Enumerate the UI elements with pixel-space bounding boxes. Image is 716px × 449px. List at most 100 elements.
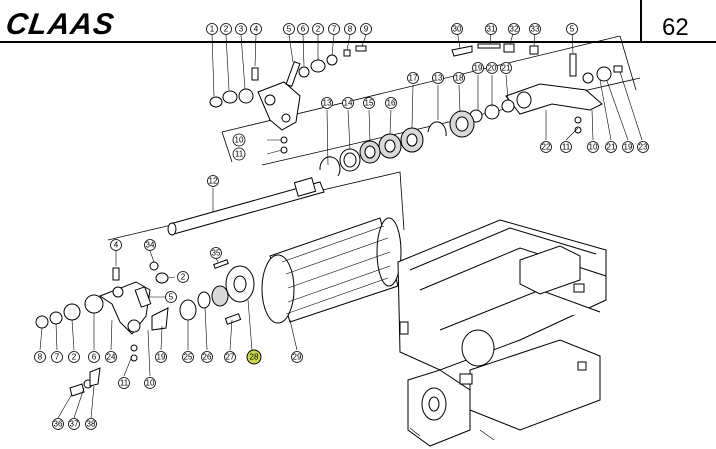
callout-29[interactable]: 11 <box>560 141 572 153</box>
callout-7[interactable]: 2 <box>312 23 324 35</box>
callout-37[interactable]: 2 <box>177 271 189 283</box>
svg-text:11: 11 <box>562 143 571 152</box>
callout-50[interactable]: 27 <box>224 351 236 363</box>
svg-text:26: 26 <box>203 353 212 362</box>
callout-15[interactable]: 32 <box>508 23 520 35</box>
svg-text:1: 1 <box>210 25 215 34</box>
callout-3[interactable]: 3 <box>235 23 247 35</box>
callout-17[interactable]: 5 <box>566 23 578 35</box>
svg-text:19: 19 <box>624 143 633 152</box>
upper-right-arm-assembly <box>319 43 623 177</box>
callout-13[interactable]: 30 <box>451 23 463 35</box>
svg-text:21: 21 <box>502 64 511 73</box>
callout-54[interactable]: 37 <box>68 418 80 430</box>
callout-48[interactable]: 25 <box>182 351 194 363</box>
callout-21[interactable]: 19 <box>472 62 484 74</box>
svg-text:8: 8 <box>38 353 43 362</box>
svg-text:3: 3 <box>239 25 244 34</box>
page-number: 62 <box>662 14 689 41</box>
svg-text:21: 21 <box>607 143 616 152</box>
svg-text:25: 25 <box>184 353 193 362</box>
callout-45[interactable]: 11 <box>118 377 130 389</box>
svg-text:7: 7 <box>332 25 337 34</box>
callout-22[interactable]: 20 <box>486 62 498 74</box>
callout-23[interactable]: 21 <box>500 62 512 74</box>
svg-text:24: 24 <box>107 353 116 362</box>
callout-10[interactable]: 9 <box>360 23 372 35</box>
callout-16[interactable]: 33 <box>529 23 541 35</box>
svg-text:11: 11 <box>120 379 129 388</box>
callout-20[interactable]: 18 <box>453 72 465 84</box>
upper-left-bracket-assembly <box>209 45 367 154</box>
callout-14[interactable]: 31 <box>485 23 497 35</box>
svg-text:2: 2 <box>181 273 186 282</box>
callout-36[interactable]: 34 <box>144 239 156 251</box>
callout-39[interactable]: 5 <box>165 291 177 303</box>
callout-6[interactable]: 6 <box>297 23 309 35</box>
callout-group: 1 2 3 4 5 6 2 7 8 9 10 11 30 31 32 33 5 … <box>34 23 649 430</box>
svg-text:19: 19 <box>157 353 166 362</box>
callout-47[interactable]: 19 <box>155 351 167 363</box>
svg-text:22: 22 <box>542 143 551 152</box>
callout-26[interactable]: 15 <box>363 97 375 109</box>
callout-40[interactable]: 8 <box>34 351 46 363</box>
callout-9[interactable]: 8 <box>344 23 356 35</box>
callout-30[interactable]: 10 <box>587 141 599 153</box>
svg-text:5: 5 <box>169 293 174 302</box>
svg-text:6: 6 <box>92 353 97 362</box>
callout-44[interactable]: 24 <box>105 351 117 363</box>
assembly-frames <box>107 35 641 241</box>
callout-53[interactable]: 36 <box>52 418 64 430</box>
callout-5[interactable]: 5 <box>283 23 295 35</box>
machine-frame-housing <box>397 219 607 447</box>
callout-46[interactable]: 10 <box>144 377 156 389</box>
callout-11[interactable]: 10 <box>232 133 246 147</box>
callout-19[interactable]: 13 <box>432 72 444 84</box>
svg-text:9: 9 <box>364 25 369 34</box>
callout-41[interactable]: 7 <box>51 351 63 363</box>
callout-55[interactable]: 38 <box>85 418 97 430</box>
callout-24[interactable]: 13 <box>321 97 333 109</box>
callout-12[interactable]: 11 <box>232 147 246 161</box>
svg-text:38: 38 <box>87 420 96 429</box>
svg-text:15: 15 <box>365 99 374 108</box>
callout-52[interactable]: 29 <box>291 351 303 363</box>
svg-text:28: 28 <box>250 353 259 362</box>
header-divider <box>640 0 642 42</box>
lower-left-bracket-assembly <box>35 259 255 397</box>
svg-text:2: 2 <box>72 353 77 362</box>
callout-38[interactable]: 35 <box>210 247 222 259</box>
callout-51-highlighted[interactable]: 28 <box>246 349 262 365</box>
svg-text:2: 2 <box>316 25 321 34</box>
callout-4[interactable]: 4 <box>250 23 262 35</box>
callout-1[interactable]: 1 <box>206 23 218 35</box>
callout-43[interactable]: 6 <box>88 351 100 363</box>
callout-28[interactable]: 22 <box>540 141 552 153</box>
callout-35[interactable]: 4 <box>110 239 122 251</box>
svg-text:37: 37 <box>70 420 79 429</box>
callout-18[interactable]: 17 <box>407 72 419 84</box>
svg-text:5: 5 <box>570 25 575 34</box>
svg-text:4: 4 <box>254 25 259 34</box>
svg-text:12: 12 <box>209 177 218 186</box>
callout-8[interactable]: 7 <box>328 23 340 35</box>
callout-2[interactable]: 2 <box>220 23 232 35</box>
svg-text:10: 10 <box>235 136 244 145</box>
callout-42[interactable]: 2 <box>68 351 80 363</box>
callout-32[interactable]: 19 <box>622 141 634 153</box>
svg-text:32: 32 <box>510 25 519 34</box>
callout-27[interactable]: 16 <box>385 97 397 109</box>
callout-31[interactable]: 21 <box>605 141 617 153</box>
callout-49[interactable]: 26 <box>201 351 213 363</box>
callout-33[interactable]: 23 <box>637 141 649 153</box>
svg-text:36: 36 <box>54 420 63 429</box>
callout-25[interactable]: 14 <box>342 97 354 109</box>
svg-text:27: 27 <box>226 353 235 362</box>
callout-34[interactable]: 12 <box>207 175 219 187</box>
leader-lines <box>39 29 643 419</box>
svg-text:30: 30 <box>453 25 462 34</box>
long-shaft <box>167 177 325 236</box>
svg-text:20: 20 <box>488 64 497 73</box>
